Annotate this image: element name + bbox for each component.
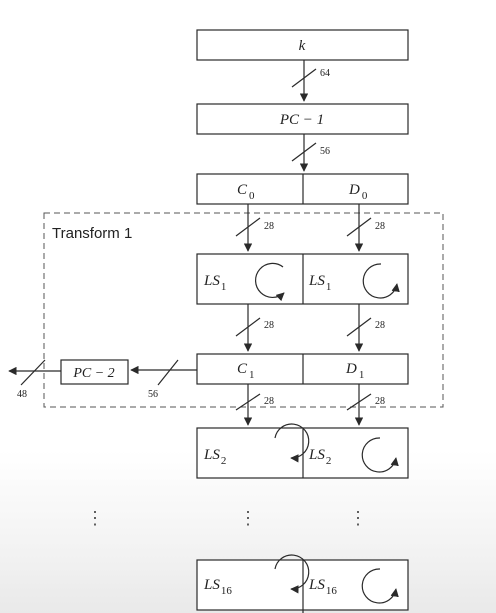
- ls1-to-d1-bits: 28: [375, 320, 385, 331]
- c1-base: C: [237, 361, 248, 377]
- ls1-right-rotate-icon: [362, 263, 400, 299]
- ls2-left-base: LS: [203, 447, 220, 463]
- d0-to-ls1-bits: 28: [375, 221, 385, 232]
- key-label: k: [299, 38, 306, 54]
- transform-region: [43, 212, 444, 408]
- c1-to-ls2-slash: [235, 393, 261, 411]
- ls1-to-c1-bits: 28: [264, 320, 274, 331]
- pc2-box: [60, 359, 129, 385]
- transform-label: Transform 1: [52, 225, 132, 242]
- pc1-label: PC − 1: [279, 112, 324, 128]
- pc1-to-cd0-slash: [291, 142, 317, 162]
- ls2-left-label: LS2: [203, 447, 226, 467]
- ls2-right-label: LS2: [308, 447, 331, 467]
- ls2-right-rotate-icon: [361, 437, 399, 473]
- ls1-right-label: LS1: [308, 273, 331, 293]
- d0-base: D: [348, 182, 360, 198]
- d0-sub: 0: [362, 190, 368, 202]
- ls16-right-sub: 16: [326, 585, 338, 597]
- ellipsis-left: ⋮: [86, 508, 104, 528]
- pc1-to-cd0-bits: 56: [320, 146, 330, 157]
- ls1-left-label: LS1: [203, 273, 226, 293]
- ls1-right-sub: 1: [326, 281, 332, 293]
- ls2-left-rotate-icon: [274, 423, 310, 463]
- key-box: [196, 29, 409, 61]
- ls1-left-base: LS: [203, 273, 220, 289]
- ls16-left-base: LS: [203, 577, 220, 593]
- c0-to-ls1-bits: 28: [264, 221, 274, 232]
- ls16-left-label: LS16: [203, 577, 232, 597]
- k-to-pc1-bits: 64: [320, 68, 330, 79]
- ls16-right-rotate-icon: [361, 568, 399, 604]
- cd1-to-pc2-slash: [157, 359, 179, 386]
- ls16-right-base: LS: [308, 577, 325, 593]
- pc2-output-slash: [20, 359, 46, 386]
- ellipsis-right: ⋮: [349, 508, 367, 528]
- c1-to-ls2-bits: 28: [264, 396, 274, 407]
- ls1-left-sub: 1: [221, 281, 227, 293]
- ls16-left-sub: 16: [221, 585, 233, 597]
- d1-base: D: [345, 361, 357, 377]
- d1-to-ls2-bits: 28: [375, 396, 385, 407]
- ls2-right-sub: 2: [326, 455, 332, 467]
- d1-sub: 1: [359, 369, 365, 381]
- ls1-right-base: LS: [308, 273, 325, 289]
- ls2-right-base: LS: [308, 447, 325, 463]
- ellipsis-middle: ⋮: [239, 508, 257, 528]
- pc1-box: [196, 103, 409, 135]
- ls1-to-c1-slash: [235, 317, 261, 337]
- pc2-label: PC − 2: [72, 366, 114, 381]
- ls1-to-d1-slash: [346, 317, 372, 337]
- ls1-left-rotate-icon: [254, 262, 285, 302]
- c0-sub: 0: [249, 190, 255, 202]
- pc2-output-bits: 48: [17, 389, 27, 400]
- ls16-left-rotate-icon: [274, 554, 310, 594]
- cd1-to-pc2-bits: 56: [148, 389, 158, 400]
- ls16-right-label: LS16: [308, 577, 337, 597]
- d0-to-ls1-slash: [346, 217, 372, 237]
- c1-sub: 1: [249, 369, 255, 381]
- d1-to-ls2-slash: [346, 393, 372, 411]
- ls2-left-sub: 2: [221, 455, 227, 467]
- c0-to-ls1-slash: [235, 217, 261, 237]
- c0-base: C: [237, 182, 248, 198]
- k-to-pc1-slash: [291, 68, 317, 88]
